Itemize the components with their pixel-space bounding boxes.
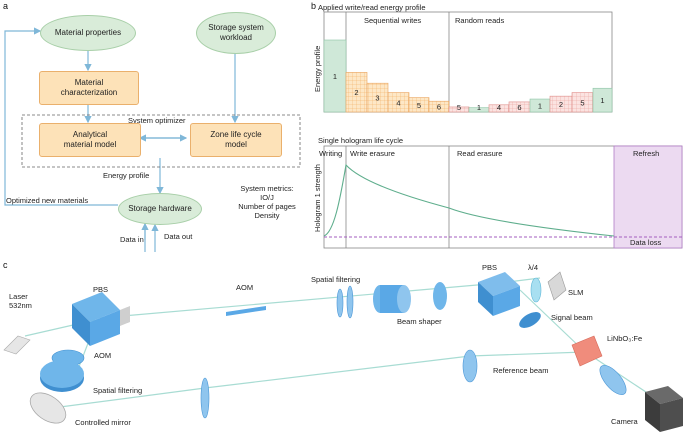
energy-profile-label: Energy profile — [103, 171, 150, 180]
aom-left-label: AOM — [94, 351, 112, 360]
pbs1-label: PBS — [93, 285, 109, 294]
spatial-filtering-left-label: Spatial filtering — [93, 386, 143, 395]
storage-workload-line2: workload — [219, 33, 252, 42]
system-metrics-ioj: IO/J — [260, 193, 274, 202]
writing-label: Writing — [319, 149, 343, 158]
panel-label-a: a — [3, 1, 9, 11]
signal-beam-label: Signal beam — [551, 313, 593, 322]
zone-model-line2: model — [225, 140, 247, 149]
read-erasure-label: Read erasure — [457, 149, 503, 158]
pbs2-label: PBS — [482, 263, 498, 272]
aom-top-device — [226, 306, 266, 316]
controlled-mirror-label: Controlled mirror — [75, 418, 131, 427]
quarter-wave-plate — [530, 277, 542, 303]
panel-label-c: c — [3, 260, 8, 270]
energy-bar — [592, 87, 613, 113]
zone-model-line1: Zone life cycle — [210, 130, 262, 139]
laser-label-line2: 532nm — [9, 301, 32, 310]
pbs-cube-2 — [478, 272, 520, 316]
signal-beam-lens — [519, 312, 541, 328]
slm-device — [547, 271, 567, 301]
storage-workload-line1: Storage system — [208, 23, 264, 32]
system-metrics: System metrics: IO/J Number of pages Den… — [236, 184, 298, 220]
analytical-model-line1: Analytical — [72, 130, 108, 139]
controlled-mirror-device — [29, 392, 67, 424]
energy-bar-label: 2 — [559, 100, 563, 109]
energy-bar-label: 5 — [580, 98, 584, 107]
data-out-label: Data out — [164, 232, 193, 241]
material-properties-label: Material properties — [54, 28, 122, 37]
laser-source — [3, 335, 31, 355]
panel-label-b: b — [311, 1, 317, 11]
spatial-filtering-top-label: Spatial filtering — [311, 275, 361, 284]
energy-bar — [428, 100, 450, 113]
camera-label: Camera — [611, 417, 638, 426]
system-metrics-pages: Number of pages — [238, 202, 296, 211]
system-optimizer-label: System optimizer — [128, 116, 186, 125]
storage-hardware-label: Storage hardware — [128, 204, 192, 213]
laser-label-line1: Laser — [9, 292, 28, 301]
reference-beam-label: Reference beam — [493, 366, 549, 375]
data-loss-label: Data loss — [630, 238, 662, 247]
energy-bar-label: 6 — [517, 103, 521, 112]
material-characterization-line2: characterization — [60, 88, 118, 97]
random-reads-label: Random reads — [455, 16, 505, 25]
refresh-region — [613, 145, 683, 249]
optimized-materials-label: Optimized new materials — [6, 196, 89, 205]
energy-bar-label: 2 — [354, 88, 358, 97]
spatial-filter-top-lenses — [336, 285, 354, 319]
energy-bar-label: 4 — [497, 103, 501, 112]
camera-device — [645, 386, 683, 432]
data-in-label: Data in — [120, 235, 144, 244]
sequential-writes-label: Sequential writes — [364, 16, 422, 25]
energy-bar-label: 6 — [437, 103, 441, 112]
material-properties-node: Material properties — [40, 15, 136, 51]
lambda4-label: λ/4 — [528, 263, 539, 272]
slm-label: SLM — [568, 288, 584, 297]
refresh-label: Refresh — [633, 149, 660, 158]
crystal-label: LiNbO₃:Fe — [607, 334, 643, 343]
laser-label: Laser 532nm — [9, 292, 32, 310]
energy-bar-label: 1 — [477, 103, 481, 112]
energy-bar-label: 5 — [457, 103, 461, 112]
system-metrics-density: Density — [254, 211, 280, 220]
crystal-device — [571, 335, 603, 367]
energy-chart-title: Applied write/read energy profile — [318, 3, 426, 12]
aom-top-label: AOM — [236, 283, 254, 292]
energy-bar-label: 1 — [600, 96, 604, 105]
hologram-strength-curve — [323, 163, 615, 237]
energy-bar-label: 3 — [375, 94, 379, 103]
energy-bar-label: 1 — [333, 72, 337, 81]
spatial-filter-left-lenses — [40, 349, 85, 392]
beam-shaper-label: Beam shaper — [397, 317, 442, 326]
reference-relay-lens — [200, 377, 210, 419]
storage-hardware-node: Storage hardware — [118, 193, 202, 225]
system-metrics-title: System metrics: — [240, 184, 294, 193]
energy-bar-label: 4 — [396, 98, 400, 107]
lifecycle-title: Single hologram life cycle — [318, 136, 404, 145]
analytical-model-line2: material model — [63, 140, 117, 149]
pbs-cube-1 — [72, 292, 130, 346]
reference-beam-lens — [462, 349, 478, 383]
energy-bar-label: 5 — [417, 101, 421, 110]
imaging-lens — [599, 364, 627, 396]
write-erasure-label: Write erasure — [350, 149, 395, 158]
beam-shaper-optic — [373, 282, 447, 313]
energy-bar-label: 1 — [538, 102, 542, 111]
material-characterization-line1: Material — [74, 78, 104, 87]
